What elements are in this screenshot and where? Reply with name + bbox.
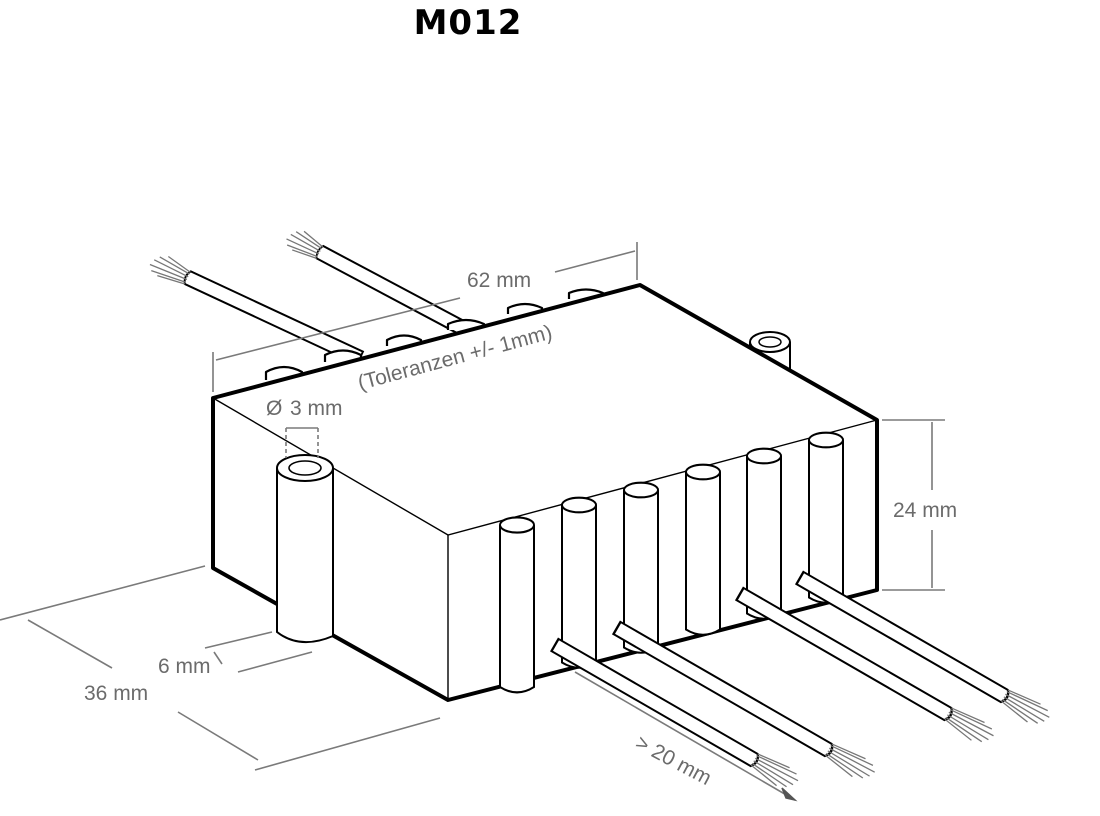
dim-wire-20mm: > 20 mm [632, 731, 715, 790]
dim-diameter-symbol: Ø [266, 397, 282, 420]
dimension-lines [0, 242, 945, 802]
diagram-title: M012 [413, 3, 523, 43]
dim-offset-6mm: 6 mm [158, 655, 211, 678]
dim-hole-3mm: 3 mm [290, 397, 343, 420]
dim-height-24mm: 24 mm [893, 499, 957, 522]
dim-length-62mm: 62 mm [467, 269, 531, 292]
back-wire-2 [282, 224, 477, 343]
mounting-post-left [276, 454, 334, 643]
dim-width-36mm: 36 mm [84, 682, 148, 705]
